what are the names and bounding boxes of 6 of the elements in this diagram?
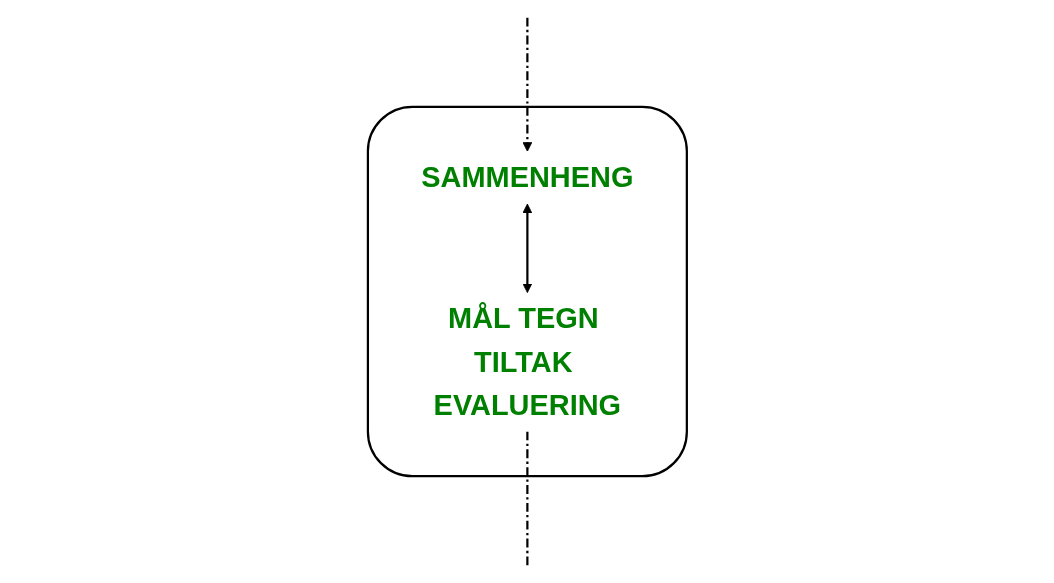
cluster (366, 105, 688, 478)
arrow (522, 203, 532, 294)
node-text: MÅL TEGN TILTAK EVALUERING (433, 301, 621, 422)
arrow (522, 17, 532, 152)
node-text: SAMMENHENG (420, 160, 634, 194)
dash-dot-line (525, 431, 529, 566)
